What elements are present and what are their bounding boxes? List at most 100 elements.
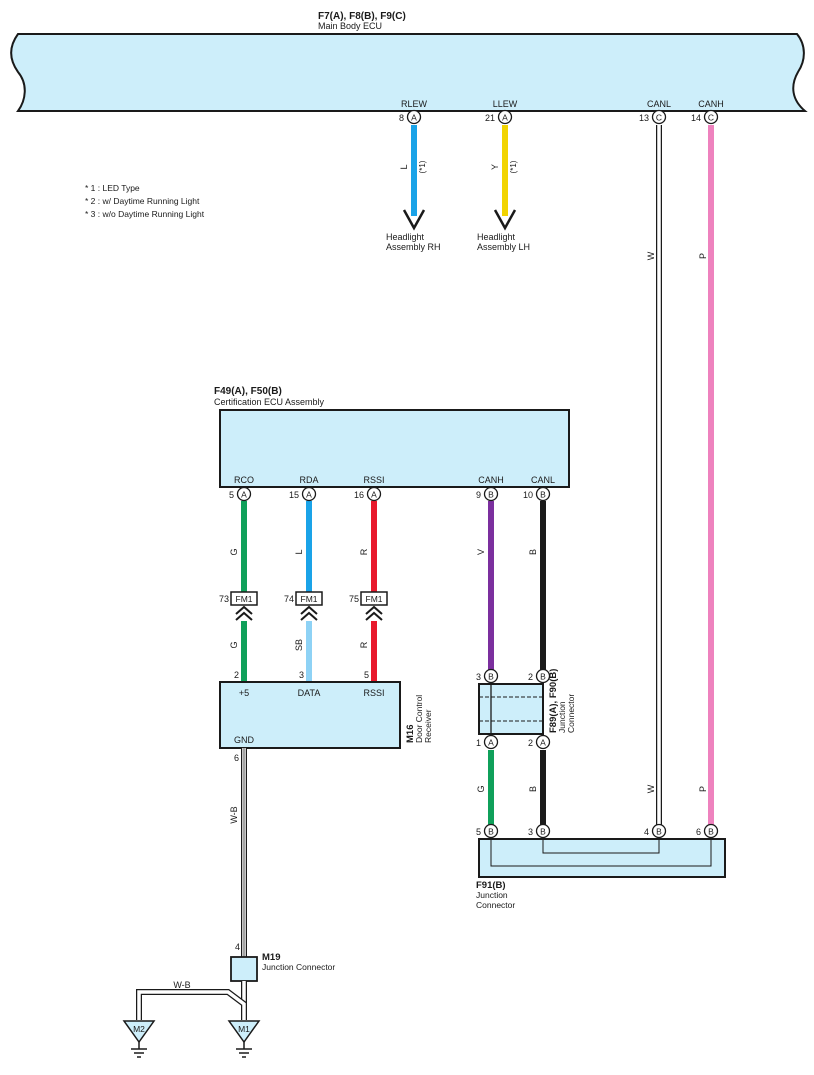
main-ecu-pin-8: 8 A <box>399 109 422 125</box>
cert-terminal-canl: CANL <box>531 475 555 485</box>
svg-text:B: B <box>540 490 546 500</box>
wire-label-jc-b: B <box>528 786 538 792</box>
svg-text:B: B <box>708 827 714 837</box>
svg-text:74: 74 <box>284 594 294 604</box>
ground-m1-icon: M1 <box>227 1020 261 1058</box>
main-ecu-pin-21: 21 A <box>485 109 513 125</box>
jc-f89-pin-2a: 2 A <box>528 734 551 750</box>
svg-text:FM1: FM1 <box>366 594 383 604</box>
ground-m2-icon: M2 <box>122 1020 156 1058</box>
jc-f91-pin-5: 5 B <box>476 823 499 839</box>
cert-terminal-canh: CANH <box>478 475 504 485</box>
svg-text:C: C <box>708 113 714 123</box>
cert-ecu-body <box>219 409 570 488</box>
jc-m19-body <box>230 956 258 982</box>
svg-text:2: 2 <box>528 672 533 682</box>
svg-text:B: B <box>488 672 494 682</box>
wire-label-jc-g: G <box>476 785 486 792</box>
arrow-rh-icon <box>402 209 426 231</box>
main-ecu-body <box>10 33 808 112</box>
receiver-pin-5: 5 <box>364 670 369 680</box>
jc-f91-name-2: Connector <box>476 900 515 910</box>
terminal-rlew-label: RLEW <box>401 99 428 109</box>
cert-pin-9: 9 B <box>476 486 499 502</box>
wire-label-rssi-upper: R <box>359 548 369 555</box>
terminal-canl-label: CANL <box>647 99 671 109</box>
receiver-terminal-data: DATA <box>298 688 321 698</box>
headlight-lh-line1: Headlight <box>477 232 516 242</box>
wire-label-rlew: L <box>399 164 409 169</box>
svg-text:B: B <box>488 490 494 500</box>
wire-m2 <box>137 990 246 1020</box>
fm1-connector-73: 73 FM1 <box>219 591 258 621</box>
wire-label-canh: P <box>698 253 708 259</box>
svg-text:16: 16 <box>354 490 364 500</box>
headlight-rh-line2: Assembly RH <box>386 242 441 252</box>
cert-pin-15: 15 A <box>289 486 317 502</box>
note-2: * 2 : w/ Daytime Running Light <box>85 196 200 206</box>
wire-note-llew: (*1) <box>509 160 518 173</box>
svg-text:A: A <box>306 490 312 500</box>
svg-text:73: 73 <box>219 594 229 604</box>
svg-text:A: A <box>488 738 494 748</box>
jc-f91-bus-outer <box>490 839 712 867</box>
receiver-terminal-rssi: RSSI <box>363 688 384 698</box>
svg-text:FM1: FM1 <box>236 594 253 604</box>
svg-text:8: 8 <box>399 113 404 123</box>
main-ecu-name: Main Body ECU <box>318 21 382 31</box>
svg-text:13: 13 <box>639 113 649 123</box>
jc-f91-code: F91(B) <box>476 880 506 891</box>
jc-f91-name-1: Junction <box>476 890 508 900</box>
svg-text:75: 75 <box>349 594 359 604</box>
arrow-lh-icon <box>493 209 517 231</box>
cert-ecu-code: F49(A), F50(B) <box>214 386 282 397</box>
cert-pin-5: 5 A <box>229 486 252 502</box>
cert-ecu-name: Certification ECU Assembly <box>214 397 325 407</box>
door-receiver-body <box>219 681 401 749</box>
jc-f89-pin-1a: 1 A <box>476 734 499 750</box>
svg-text:10: 10 <box>523 490 533 500</box>
wire-label-rco-upper: G <box>229 548 239 555</box>
receiver-pin-2: 2 <box>234 670 239 680</box>
svg-text:15: 15 <box>289 490 299 500</box>
jc-f91-body <box>478 838 726 878</box>
wire-m2-outline <box>136 989 247 1020</box>
jc-f91-pin-4: 4 B <box>644 823 667 839</box>
jc-f89-code: F89(A), F90(B) <box>548 669 559 733</box>
svg-text:2: 2 <box>528 738 533 748</box>
terminal-llew-label: LLEW <box>493 99 518 109</box>
receiver-pin-3: 3 <box>299 670 304 680</box>
jc-f89-name-2: Connector <box>566 694 576 733</box>
svg-text:B: B <box>540 672 546 682</box>
svg-text:M1: M1 <box>238 1024 250 1034</box>
receiver-terminal-plus5: +5 <box>239 688 249 698</box>
svg-text:9: 9 <box>476 490 481 500</box>
cert-terminal-rda: RDA <box>299 475 318 485</box>
receiver-name-2: Receiver <box>423 709 433 743</box>
wire-label-m19-branch: W-B <box>173 980 190 990</box>
svg-text:B: B <box>540 827 546 837</box>
jc-f89-pin-2b: 2 B <box>528 668 551 684</box>
cert-pin-16: 16 A <box>354 486 382 502</box>
svg-text:3: 3 <box>528 827 533 837</box>
main-ecu-code: F7(A), F8(B), F9(C) <box>318 11 406 22</box>
svg-text:A: A <box>371 490 377 500</box>
svg-text:3: 3 <box>476 672 481 682</box>
wire-label-cert-canh: V <box>476 549 486 555</box>
svg-text:21: 21 <box>485 113 495 123</box>
receiver-name-1: Door Control <box>414 695 424 743</box>
cert-terminal-rco: RCO <box>234 475 254 485</box>
svg-text:M2: M2 <box>133 1024 145 1034</box>
receiver-terminal-gnd: GND <box>234 735 255 745</box>
jc-f91-pin-3: 3 B <box>528 823 551 839</box>
jc-f91-pin-6: 6 B <box>696 823 719 839</box>
wire-label-f91-p: P <box>698 786 708 792</box>
wire-label-gnd: W-B <box>229 806 239 823</box>
terminal-canh-label: CANH <box>698 99 724 109</box>
jc-f89-name-1: Junction <box>557 701 567 733</box>
main-ecu-pin-13: 13 C <box>639 109 667 125</box>
svg-text:A: A <box>241 490 247 500</box>
wire-label-rco-lower: G <box>229 641 239 648</box>
wire-label-rda-upper: L <box>294 549 304 554</box>
